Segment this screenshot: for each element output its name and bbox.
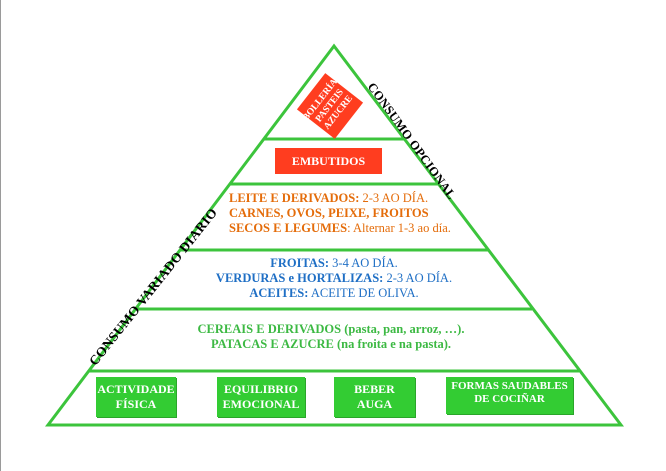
- base-box-line-2: DE COCIÑAR: [474, 393, 545, 405]
- legumes-label: SECOS E LEGUMES: [229, 221, 348, 235]
- embutidos-box: EMBUTIDOS: [275, 148, 382, 174]
- base-box-line-1: ACTIVIDADE: [97, 382, 175, 396]
- base-box-line-1: EQUILIBRIO: [223, 382, 298, 396]
- base-box-line-2: FÍSICA: [115, 397, 157, 411]
- fruit-label: FROITAS:: [270, 256, 330, 270]
- protein-tier-text: LEITE E DERIVADOS: 2-3 AO DÍA. CARNES, O…: [229, 191, 451, 236]
- fruit-veg-tier-text: FROITAS: 3-4 AO DÍA. VERDURAS e HORTALIZ…: [184, 256, 484, 301]
- oils-label: ACEITES:: [249, 286, 309, 300]
- oils-line: ACEITES: ACEITE DE OLIVA.: [184, 286, 484, 301]
- vegetables-label: VERDURAS e HORTALIZAS:: [215, 271, 384, 285]
- protein-line-1: LEITE E DERIVADOS: 2-3 AO DÍA.: [229, 191, 451, 206]
- base-box-line-1: BEBER: [354, 382, 395, 396]
- cereals-line-1: CEREAIS E DERIVADOS (pasta, pan, arroz, …: [197, 322, 465, 336]
- vegetables-line: VERDURAS e HORTALIZAS: 2-3 AO DÍA.: [184, 271, 484, 286]
- oils-value: ACEITE DE OLIVA.: [308, 286, 419, 300]
- fruit-frequency: 3-4 AO DÍA.: [329, 256, 398, 270]
- protein-line-3: SECOS E LEGUMES: Alternar 1-3 ao día.: [229, 221, 451, 236]
- protein-line-2: CARNES, OVOS, PEIXE, FROITOS: [229, 206, 429, 220]
- embutidos-label: EMBUTIDOS: [291, 153, 366, 168]
- fruit-line: FROITAS: 3-4 AO DÍA.: [184, 256, 484, 271]
- cereals-tier-text: CEREAIS E DERIVADOS (pasta, pan, arroz, …: [171, 322, 491, 352]
- pyramid-triangle: [44, 43, 625, 427]
- base-box-line-2: EMOCIONAL: [222, 397, 300, 411]
- base-box-line-1: FORMAS SAUDABLES: [451, 380, 568, 392]
- cereals-line-2: PATACAS E AZUCRE (na froita e na pasta).: [210, 337, 452, 351]
- dairy-label: LEITE E DERIVADOS:: [229, 191, 360, 205]
- base-box-line-2: AUGA: [356, 397, 393, 411]
- dairy-frequency: 2-3 AO DÍA.: [359, 191, 429, 205]
- vegetables-frequency: 2-3 AO DÍA.: [383, 271, 453, 285]
- protein-frequency: : Alternar 1-3 ao día.: [347, 221, 451, 235]
